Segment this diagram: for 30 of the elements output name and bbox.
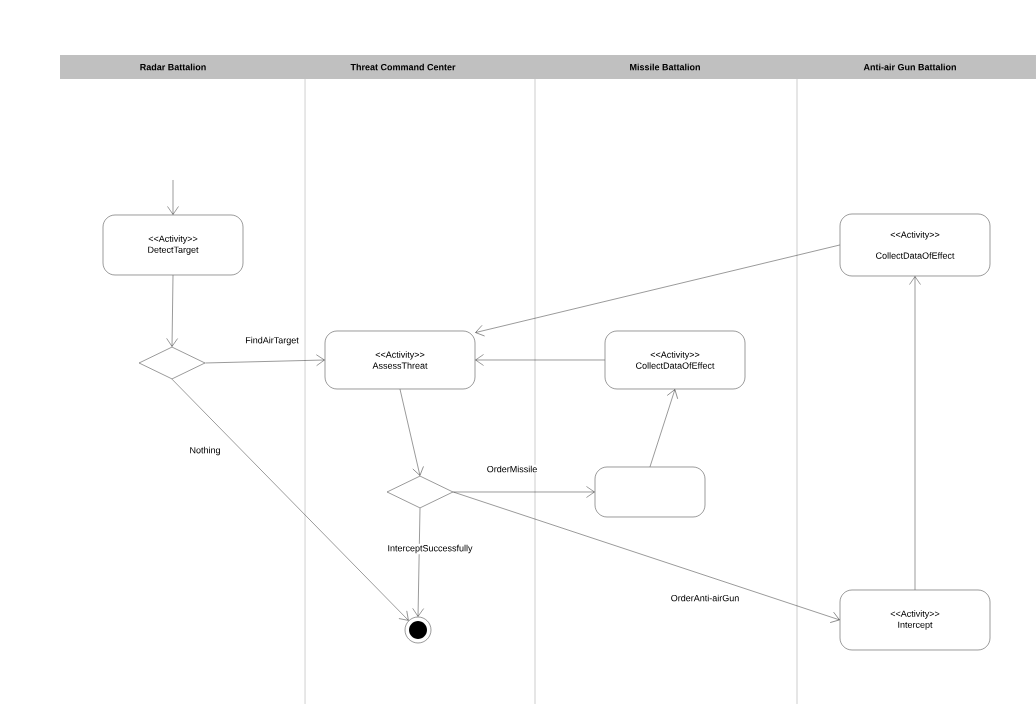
arrow (171, 379, 409, 621)
arrow (167, 179, 179, 215)
arrow (166, 275, 178, 347)
arrow (475, 244, 840, 337)
lane-title: Radar Battalion (140, 63, 206, 71)
activity-box: <<Activity>> DetectTarget (102, 214, 244, 276)
arrow (399, 389, 424, 476)
arrow (412, 508, 424, 617)
arrow (649, 389, 678, 467)
edge-label: OrderAnti-airGun (669, 593, 741, 603)
activity-box: <<Activity>> CollectDataOfEffect (604, 330, 746, 390)
edge-label: InterceptSuccessfully (386, 543, 474, 555)
arrow (205, 354, 325, 366)
lane-title: Missile Battalion (630, 63, 700, 71)
edge-label: Nothing (188, 445, 222, 457)
decision-diamond (138, 346, 206, 380)
activity-box (594, 466, 706, 518)
edge-label: OrderMissile (485, 464, 539, 474)
decision-diamond (386, 475, 454, 509)
edge-label: FindAirTarget (244, 335, 300, 347)
activity-box: <<Activity>> CollectDataOfEffect (839, 213, 991, 277)
final-node (404, 616, 432, 644)
activity-box: <<Activity>> AssessThreat (324, 330, 476, 390)
arrow (453, 491, 840, 623)
arrow (453, 486, 595, 498)
arrow (909, 276, 921, 590)
activity-box: <<Activity>> Intercept (839, 589, 991, 651)
lane-title: Anti-air Gun Battalion (863, 63, 956, 71)
lane-title: Threat Command Center (350, 63, 456, 71)
arrow (475, 354, 605, 366)
